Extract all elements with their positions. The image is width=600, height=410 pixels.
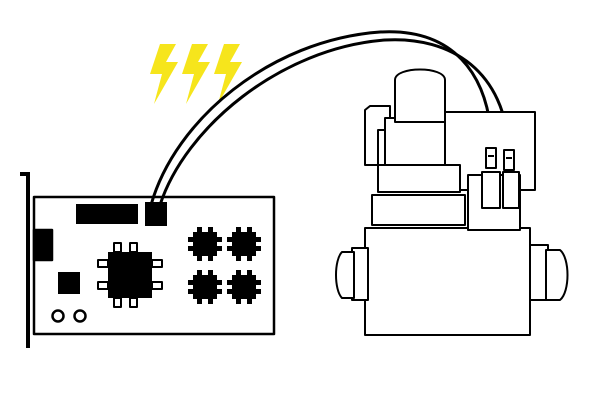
outlet-port-cap	[545, 249, 569, 301]
lightning-bolt-icon	[182, 44, 210, 104]
lightning-bolts	[150, 44, 242, 104]
surface-mount-chips	[188, 227, 261, 304]
small-chip	[58, 272, 80, 294]
terminal-right	[502, 171, 520, 209]
solenoid-housing	[364, 105, 391, 166]
main-processor-chip	[97, 242, 163, 308]
circuit-board	[20, 172, 276, 348]
terminal-left	[481, 171, 501, 209]
wire-socket	[145, 202, 167, 226]
smd-chip	[227, 227, 261, 261]
mount-hole	[73, 309, 87, 323]
wire-2	[158, 38, 511, 207]
wire-1	[149, 30, 494, 207]
valve-upper-body	[371, 194, 466, 226]
gas-valve	[335, 68, 569, 336]
solenoid-top-cap	[394, 68, 446, 123]
smd-chip	[188, 270, 222, 304]
valve-main-body	[364, 227, 531, 336]
smd-chip	[188, 227, 222, 261]
lightning-bolt-icon	[150, 44, 178, 104]
connector-2	[503, 149, 515, 171]
smd-chip	[227, 270, 261, 304]
lightning-bolt-icon	[214, 44, 242, 104]
header-strip	[76, 204, 138, 224]
inlet-port-cap	[335, 251, 355, 299]
two-wire-cable	[149, 30, 511, 207]
mount-hole	[51, 309, 65, 323]
edge-connector	[32, 228, 54, 262]
connector-1	[485, 147, 497, 169]
solenoid-collar	[377, 164, 461, 193]
